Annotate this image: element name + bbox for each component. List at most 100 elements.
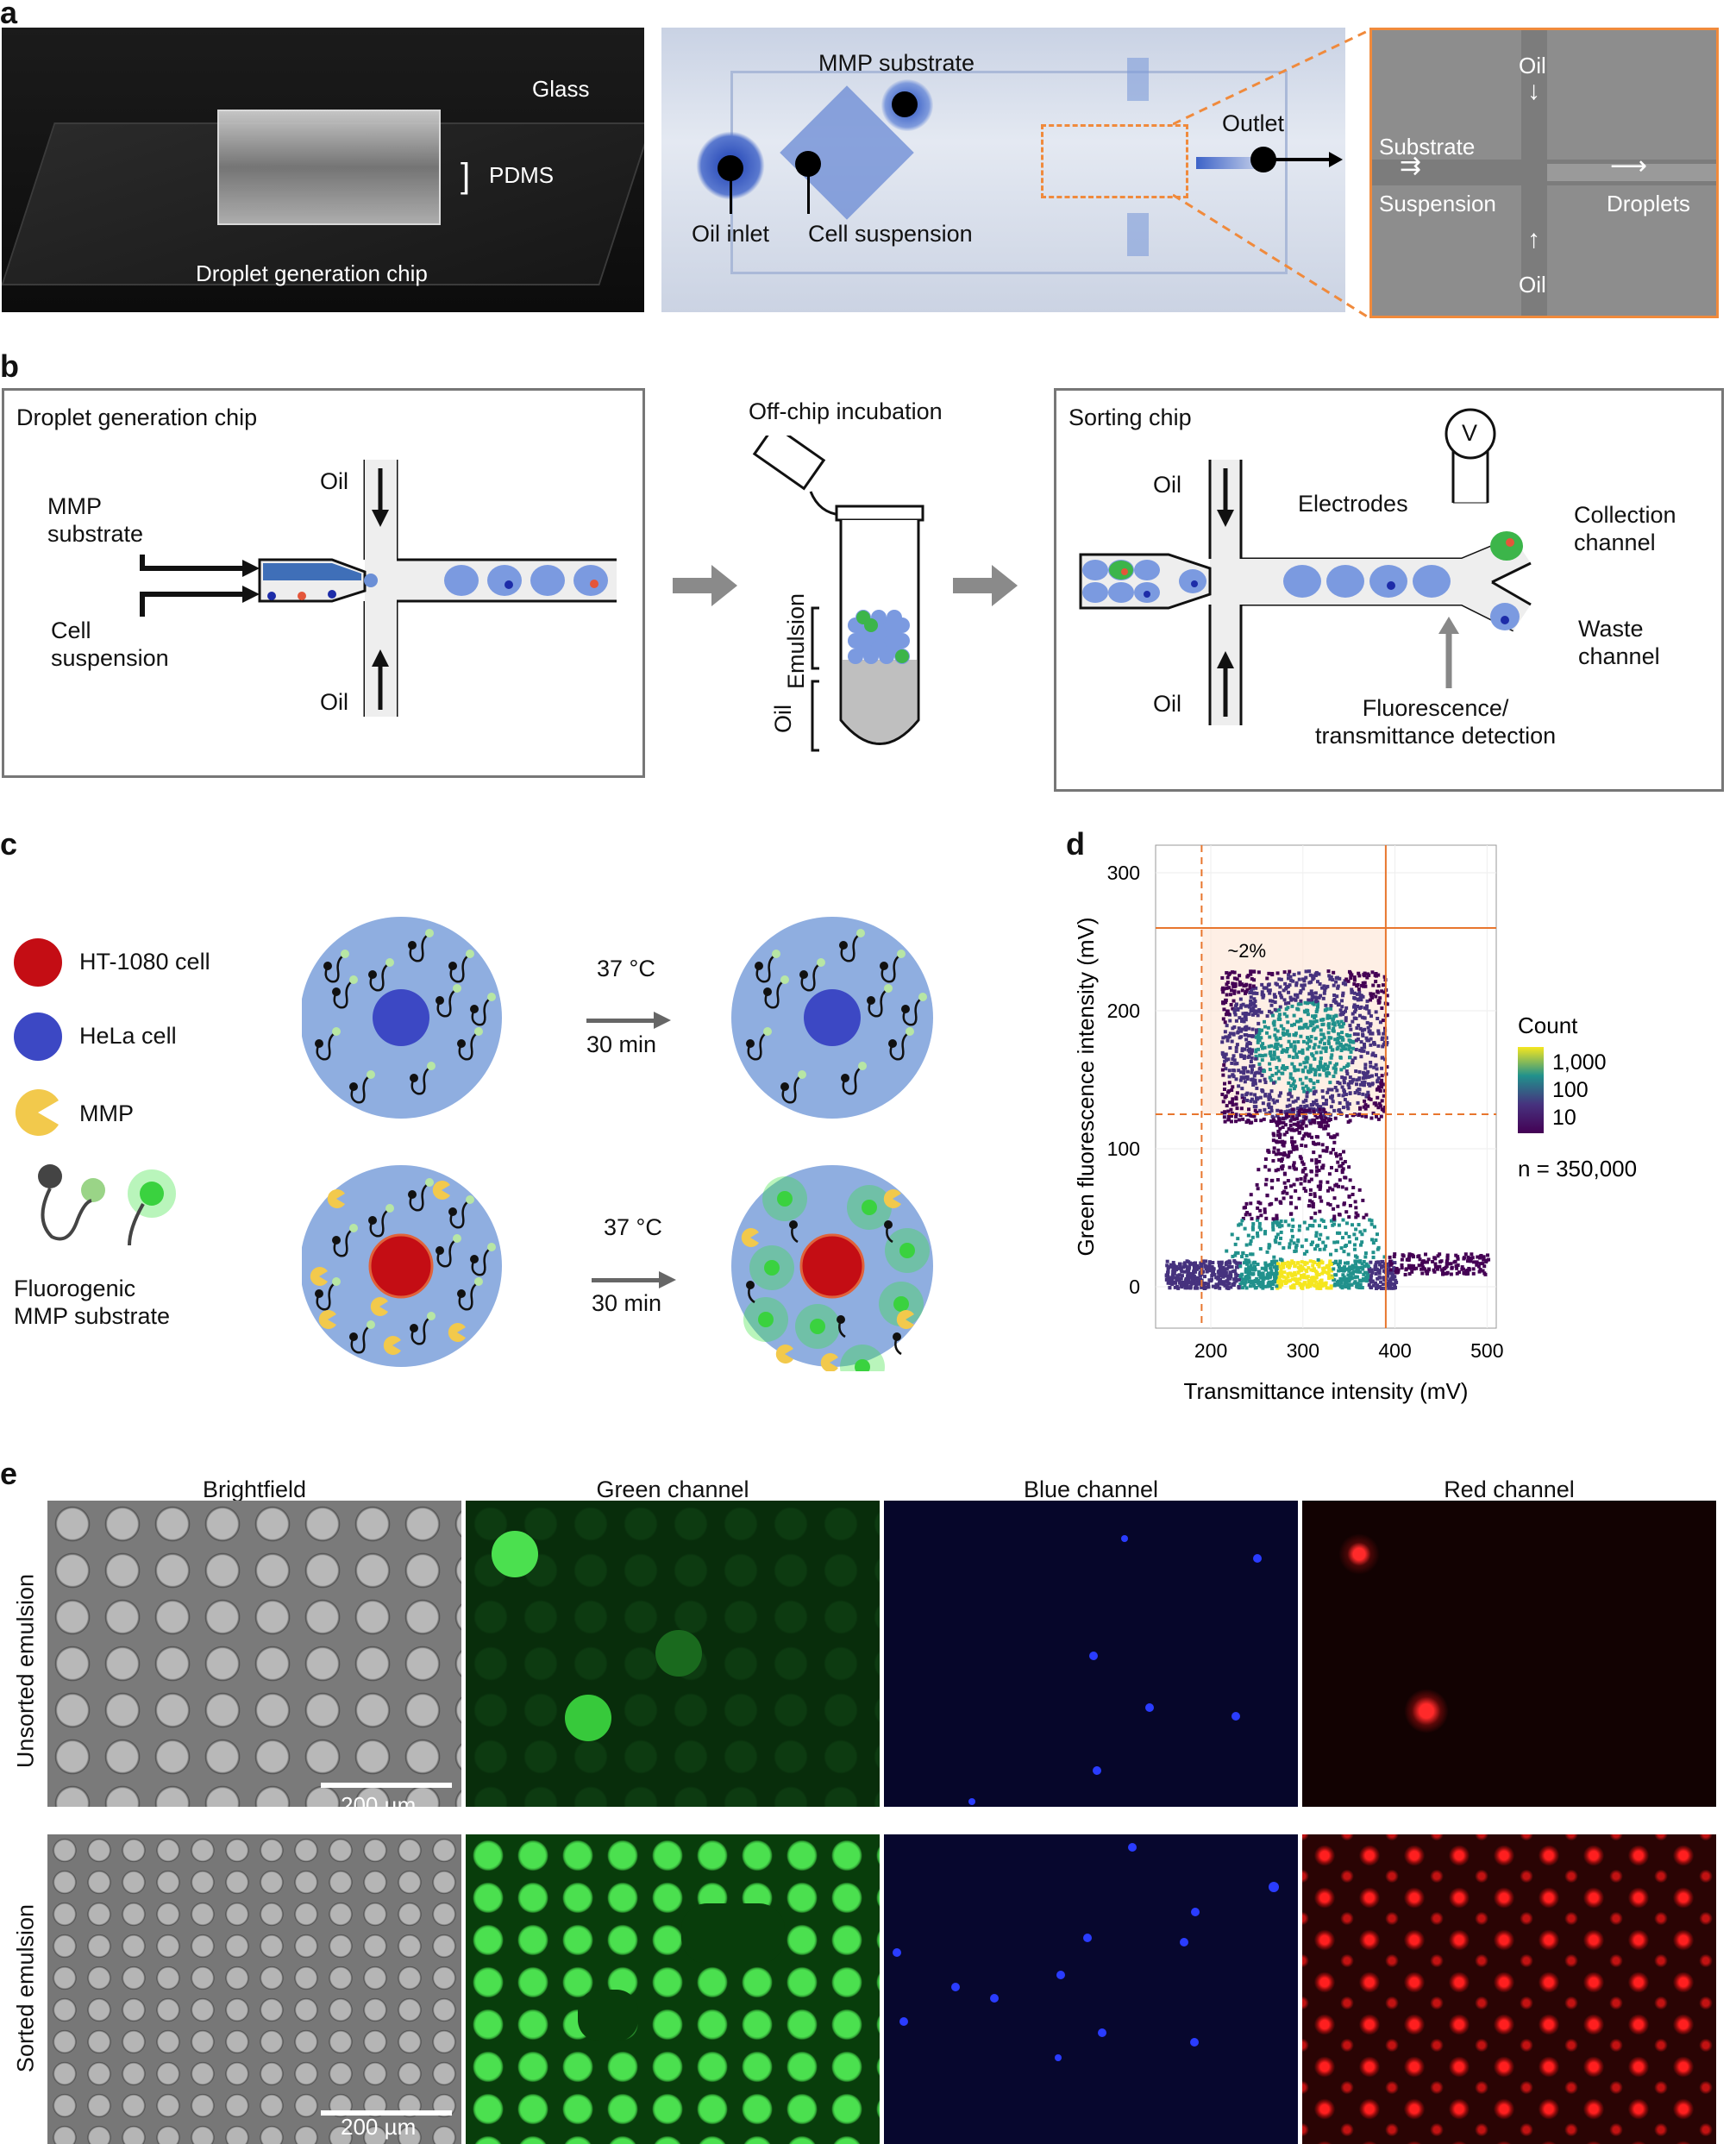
- density-cell: [1244, 1276, 1248, 1280]
- density-cell: [1230, 1100, 1234, 1105]
- density-cell: [1281, 1260, 1285, 1264]
- density-cell: [1235, 977, 1239, 981]
- density-cell: [1231, 1068, 1236, 1072]
- density-cell: [1228, 993, 1232, 997]
- density-cell: [1294, 1019, 1299, 1024]
- density-cell: [1275, 1177, 1280, 1182]
- density-cell: [1308, 1063, 1313, 1068]
- density-cell: [1332, 1217, 1337, 1221]
- density-cell: [1344, 1092, 1348, 1096]
- density-cell: [1273, 1007, 1277, 1012]
- emulsion-label: Emulsion: [783, 592, 810, 690]
- density-cell: [1273, 1027, 1277, 1031]
- density-cell: [1292, 1261, 1296, 1265]
- density-cell: [1311, 1263, 1315, 1268]
- density-cell: [1370, 1270, 1375, 1275]
- density-cell: [1261, 1280, 1265, 1284]
- density-cell: [1279, 1091, 1283, 1095]
- density-cell: [1261, 994, 1265, 998]
- density-cell: [1326, 1064, 1330, 1069]
- density-cell: [1289, 1286, 1294, 1290]
- density-cell: [1277, 1157, 1282, 1162]
- density-cell: [1376, 1247, 1380, 1251]
- density-cell: [1292, 1163, 1296, 1168]
- density-cell: [1238, 1118, 1242, 1122]
- density-cell: [1300, 1051, 1305, 1056]
- density-cell: [1249, 1252, 1253, 1257]
- density-cell: [1324, 1126, 1328, 1131]
- density-cell: [1376, 1095, 1380, 1100]
- density-cell: [1223, 1020, 1227, 1025]
- density-cell: [1369, 1276, 1373, 1281]
- density-cell: [1231, 1075, 1236, 1079]
- density-cell: [1312, 1086, 1316, 1090]
- density-cell: [1407, 1266, 1411, 1270]
- density-cell: [1301, 1069, 1306, 1074]
- density-cell: [1482, 1257, 1486, 1262]
- density-cell: [1231, 1054, 1236, 1058]
- density-cell: [1425, 1270, 1429, 1275]
- density-cell: [1280, 1282, 1284, 1287]
- density-cell: [1462, 1256, 1466, 1260]
- density-cell: [1288, 1091, 1292, 1095]
- density-cell: [1285, 1109, 1289, 1113]
- density-cell: [1279, 1120, 1283, 1125]
- density-cell: [1292, 1040, 1296, 1044]
- density-cell: [1342, 1266, 1346, 1270]
- density-cell: [1298, 1282, 1302, 1287]
- density-cell: [1275, 1029, 1280, 1033]
- density-cell: [1318, 981, 1322, 986]
- density-cell: [1319, 1038, 1324, 1042]
- density-cell: [1344, 1114, 1349, 1119]
- density-cell: [1298, 1026, 1302, 1031]
- density-cell: [1340, 1044, 1344, 1049]
- density-cell: [1360, 1028, 1364, 1032]
- density-cell: [1332, 999, 1336, 1003]
- density-cell: [1351, 1186, 1356, 1190]
- density-cell: [1257, 1028, 1261, 1032]
- scalebar-unsorted: [321, 1783, 452, 1788]
- density-cell: [1327, 1025, 1332, 1030]
- density-cell: [1198, 1272, 1202, 1276]
- density-cell: [1332, 1196, 1337, 1201]
- density-cell: [1302, 1089, 1307, 1094]
- density-cell: [1289, 1117, 1294, 1121]
- density-cell: [1357, 971, 1361, 975]
- density-cell: [1253, 1278, 1257, 1282]
- density-cell: [1234, 1019, 1238, 1023]
- density-cell: [1277, 1007, 1282, 1012]
- density-cell: [1317, 1044, 1321, 1049]
- density-cell: [1266, 1284, 1270, 1288]
- density-cell: [1169, 1281, 1173, 1285]
- density-cell: [1253, 1286, 1257, 1290]
- density-cell: [1338, 1164, 1342, 1169]
- density-cell: [1372, 1065, 1376, 1069]
- density-cell: [1267, 1105, 1271, 1109]
- density-cell: [1276, 1168, 1281, 1172]
- density-cell: [1290, 1076, 1294, 1081]
- density-cell: [1375, 1067, 1379, 1071]
- density-cell: [1477, 1269, 1482, 1274]
- density-cell: [1310, 1280, 1314, 1284]
- density-cell: [1356, 992, 1360, 996]
- density-cell: [1374, 1063, 1378, 1067]
- density-cell: [1369, 1268, 1374, 1272]
- density-cell: [1188, 1272, 1193, 1276]
- density-cell: [1247, 1033, 1251, 1038]
- density-cell: [1245, 1098, 1250, 1102]
- density-cell: [1372, 1225, 1376, 1229]
- density-cell: [1277, 1094, 1282, 1098]
- density-cell: [1268, 1062, 1272, 1066]
- density-cell: [1240, 1049, 1244, 1053]
- density-cell: [1290, 1004, 1294, 1008]
- density-cell: [1258, 1095, 1263, 1100]
- density-cell: [1296, 1270, 1300, 1275]
- density-cell: [1240, 1087, 1244, 1091]
- density-cell: [1335, 1240, 1339, 1244]
- density-cell: [1169, 1278, 1173, 1282]
- density-cell: [1262, 986, 1266, 990]
- density-cell: [1171, 1261, 1175, 1265]
- density-cell: [1287, 1127, 1291, 1132]
- density-cell: [1357, 1006, 1362, 1010]
- density-cell: [1261, 1054, 1265, 1058]
